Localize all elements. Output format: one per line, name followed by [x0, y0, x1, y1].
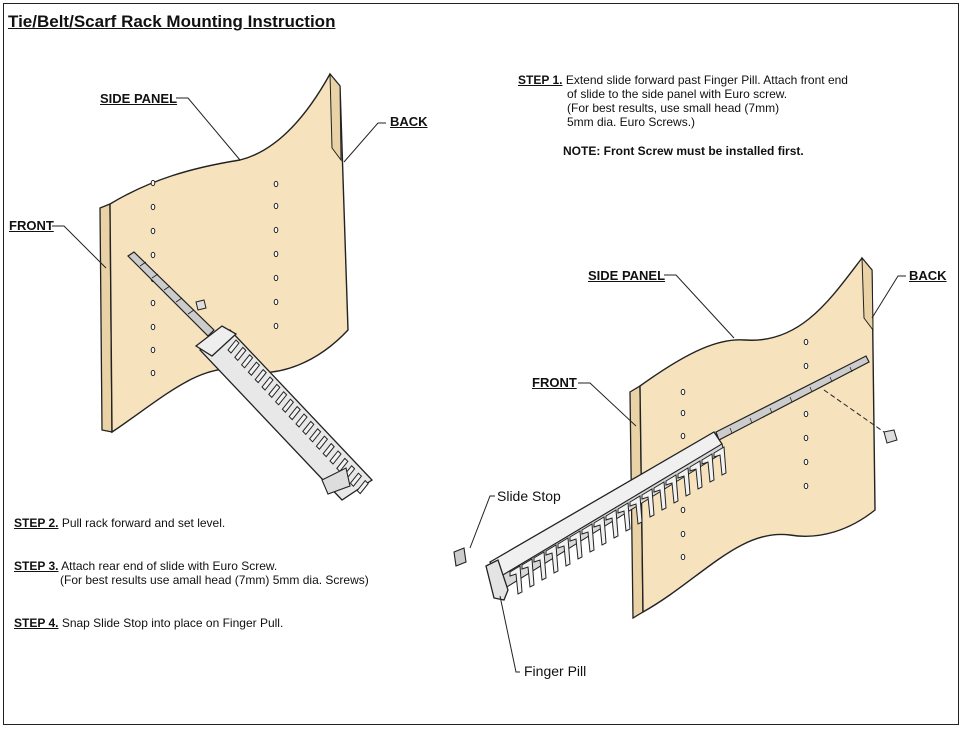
right-rack-hook [653, 481, 667, 511]
right-rack-hook [701, 453, 715, 483]
right-rack-hook [665, 474, 679, 504]
step-4-label: STEP 4. [14, 616, 59, 630]
left-rack-hook [322, 442, 335, 458]
finger-pill-label: Finger Pill [524, 663, 587, 679]
right-rack-hook [569, 530, 583, 560]
right-rack-hook [581, 523, 595, 553]
step-3-label: STEP 3. [14, 559, 59, 573]
step-1-label: STEP 1. [518, 73, 563, 87]
left-leaders [52, 97, 386, 269]
left-rack-hook [268, 383, 281, 399]
left-rack-hook [356, 479, 369, 495]
left-rack-hook [240, 354, 254, 369]
left-rack-hook [329, 450, 342, 465]
right-rack-hook [641, 488, 655, 518]
right-rack-hook [713, 446, 727, 476]
left-rack-hook [349, 472, 363, 487]
left-side-panel-label: SIDE PANEL [100, 91, 178, 106]
left-rack-hook [254, 368, 267, 384]
left-rack-hook [247, 361, 261, 376]
right-rack [453, 355, 898, 601]
page-title: Tie/Belt/Scarf Rack Mounting Instruction [8, 12, 336, 31]
right-rack-hook [521, 558, 535, 588]
step-1-line-4: 5mm dia. Euro Screws.) [567, 115, 696, 129]
note-text: NOTE: Front Screw must be installed firs… [563, 144, 804, 158]
left-rack-hook [315, 435, 329, 450]
left-rack-hook [302, 420, 315, 436]
left-side-panel [99, 72, 349, 434]
right-side-panel [629, 256, 876, 620]
right-rack-hook [593, 516, 607, 546]
right-rack-hook [605, 509, 619, 539]
left-back-label: BACK [390, 114, 428, 129]
right-leaders [469, 274, 906, 673]
right-rack-hook [689, 460, 703, 490]
step-1-line-3: (For best results, use small head (7mm) [567, 101, 780, 115]
step-3-line-1: Attach rear end of slide with Euro Screw… [61, 559, 278, 573]
page-border [3, 3, 959, 725]
step-4-text: Snap Slide Stop into place on Finger Pul… [61, 616, 284, 630]
left-rack [127, 251, 374, 501]
right-side-panel-label: SIDE PANEL [588, 268, 666, 283]
left-rack-hook [234, 346, 247, 362]
step-2: STEP 2. Pull rack forward and set level. [14, 516, 225, 530]
right-rack-hook [509, 565, 523, 595]
right-rack-hook [629, 495, 643, 525]
left-rack-hook [274, 391, 288, 406]
step-1-line-2: of slide to the side panel with Euro scr… [567, 87, 788, 101]
right-rack-hook [545, 544, 559, 574]
step-1-line-1: Extend slide forward past Finger Pill. A… [565, 73, 848, 87]
left-rack-hook [288, 405, 301, 421]
step-3: STEP 3. Attach rear end of slide with Eu… [14, 559, 369, 587]
left-rack-hook [308, 428, 322, 443]
step-1: STEP 1. Extend slide forward past Finger… [518, 73, 848, 129]
right-front-label: FRONT [532, 375, 577, 390]
slide-stop-label: Slide Stop [497, 488, 561, 504]
step-2-text: Pull rack forward and set level. [61, 516, 226, 530]
right-rack-hook [533, 551, 547, 581]
step-2-label: STEP 2. [14, 516, 59, 530]
right-rack-hook [677, 467, 691, 497]
left-front-label: FRONT [9, 218, 54, 233]
right-back-label: BACK [909, 268, 947, 283]
left-rack-hook [227, 339, 240, 354]
left-rack-hook [281, 398, 295, 413]
right-rack-hook [617, 502, 631, 532]
left-rack-hook [295, 413, 308, 428]
right-rack-hook [557, 537, 571, 567]
step-3-line-2: (For best results use amall head (7mm) 5… [60, 573, 369, 587]
step-4: STEP 4. Snap Slide Stop into place on Fi… [14, 616, 283, 630]
left-rack-hook [261, 376, 274, 391]
